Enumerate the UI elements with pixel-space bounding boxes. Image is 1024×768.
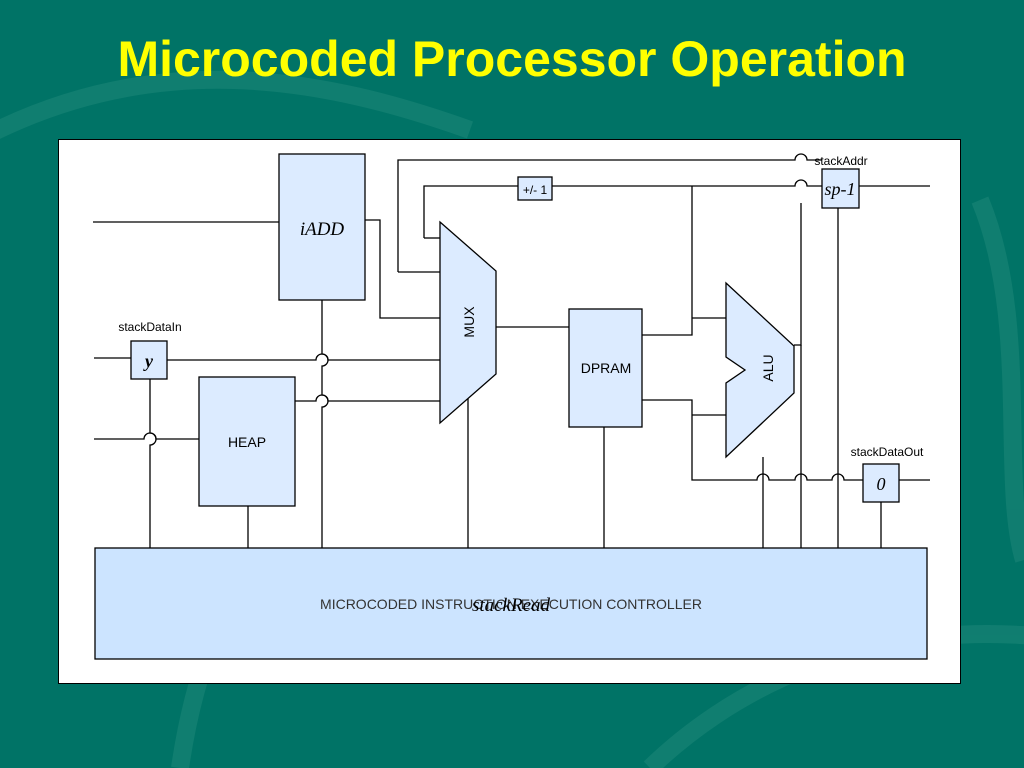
alu-block [725,281,795,459]
stack-data-out-register [862,463,900,503]
iadd-block [278,153,366,301]
alu-label: ALU [760,354,776,381]
stack-data-out-label: stackDataOut [851,445,924,459]
stack-addr-value: sp-1 [825,179,856,199]
stack-data-in-value: y [143,351,154,371]
controller-label: MICROCODED INSTRUCTION EXECUTION CONTROL… [320,596,702,612]
stack-addr-label: stackAddr [814,154,867,168]
microcoded-controller-block [94,547,928,660]
dpram-block [568,308,643,428]
increment-decrement-label: +/- 1 [523,183,548,197]
wires [93,153,930,548]
mux-label: MUX [461,306,477,338]
slide-title: Microcoded Processor Operation [117,31,907,87]
stack-data-out-value: 0 [877,474,886,494]
mux-block [439,220,497,425]
increment-decrement-block [517,176,553,201]
iadd-label: iADD [300,219,345,240]
dpram-label: DPRAM [581,360,632,376]
stack-data-in-register [130,340,168,380]
controller-overlay-label: stackRead [472,595,551,616]
stack-addr-register [821,168,860,209]
heap-label: HEAP [228,434,266,450]
stack-data-in-label: stackDataIn [118,320,181,334]
heap-block [198,376,296,507]
